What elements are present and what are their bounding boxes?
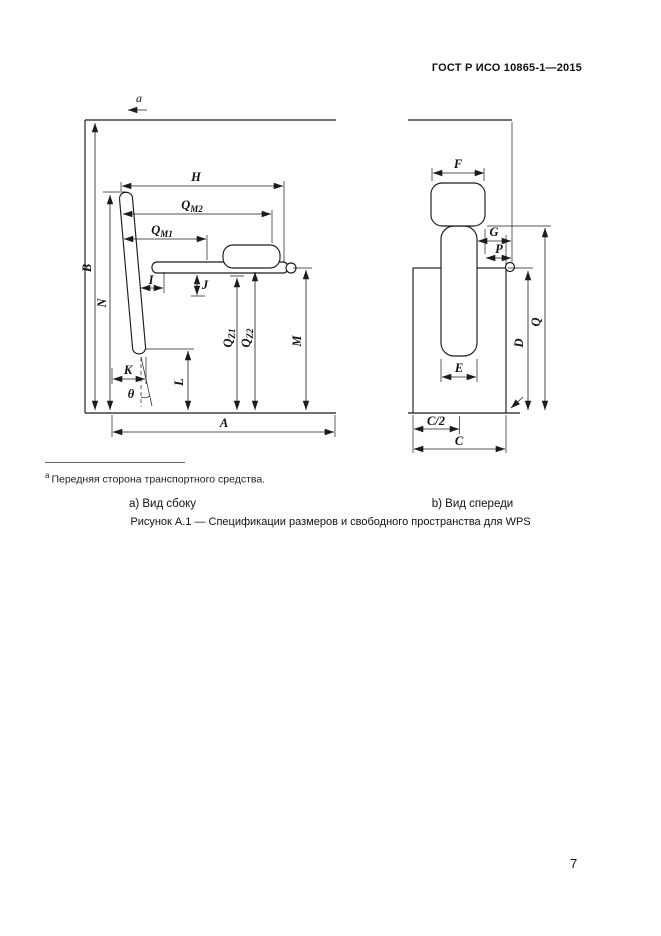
dim-label-D: D xyxy=(512,338,526,348)
dim-label-H: H xyxy=(190,170,202,184)
dim-label-QZ1-sub: Z1 xyxy=(227,328,237,339)
dim-label-A: A xyxy=(219,416,228,430)
angle-backrest-line xyxy=(140,356,153,407)
seat-backrest xyxy=(118,191,147,355)
dim-label-L: L xyxy=(172,378,186,387)
dim-label-QZ1: QZ1 xyxy=(221,328,237,347)
dim-label-C-half: C/2 xyxy=(427,414,445,428)
dim-label-QM2-base: Q xyxy=(181,198,190,212)
dim-label-B: B xyxy=(80,264,94,273)
figure-caption: Рисунок А.1 — Спецификации размеров и св… xyxy=(130,516,531,528)
dim-label-QM1: QM1 xyxy=(151,223,173,239)
dim-label-I: I xyxy=(148,273,155,287)
dim-label-G: G xyxy=(489,225,498,239)
standard-number: ГОСТ Р ИСО 10865-1—2015 xyxy=(431,62,582,74)
dim-label-J: J xyxy=(201,278,209,292)
dim-label-theta: θ xyxy=(128,387,135,401)
dim-label-Q: Q xyxy=(529,317,543,326)
dim-label-E: E xyxy=(454,361,463,375)
footnote-rule xyxy=(45,462,185,463)
caption-front-view: b) Вид спереди xyxy=(431,498,514,510)
dim-label-QM2: QM2 xyxy=(181,198,203,214)
direction-annotation: a xyxy=(127,91,147,114)
headrest xyxy=(430,182,486,227)
dim-label-C: C xyxy=(455,434,464,448)
footnote-text: Передняя сторона транспортного средства. xyxy=(51,473,266,486)
dim-label-K: K xyxy=(123,363,134,377)
armrest-pivot-point xyxy=(504,261,516,273)
backrest-post xyxy=(440,225,478,357)
angle-arc xyxy=(140,395,150,399)
side-extension-lines xyxy=(103,181,336,437)
direction-marker-label: a xyxy=(136,91,142,105)
dim-label-QM1-sub: M1 xyxy=(159,229,173,239)
dim-label-QZ2-base: Q xyxy=(239,338,253,347)
footnote-marker: a xyxy=(45,471,50,480)
floor-corner-leader-arrow xyxy=(510,396,524,409)
dim-label-QZ1-base: Q xyxy=(221,338,235,347)
seat-cushion xyxy=(222,244,281,269)
dim-label-QZ2-sub: Z2 xyxy=(245,328,255,339)
dim-label-P: P xyxy=(495,242,503,256)
dim-label-N: N xyxy=(95,298,109,309)
figure-a1-drawing: a xyxy=(80,91,551,453)
dim-label-M: M xyxy=(290,335,304,348)
side-view: B N H QM2 QM1 I J QZ1 QZ2 M L K θ A xyxy=(80,119,336,437)
page-number: 7 xyxy=(570,856,578,871)
backrest-angle xyxy=(140,356,153,407)
dim-label-F: F xyxy=(453,157,463,171)
caption-side-view: a) Вид сбоку xyxy=(128,498,197,510)
front-view: F G P Q D E C/2 C xyxy=(408,119,551,453)
side-boundary-lines xyxy=(84,119,336,414)
dim-label-QM2-sub: M2 xyxy=(189,204,203,214)
dim-label-QZ2: QZ2 xyxy=(239,328,255,348)
dim-label-QM1-base: Q xyxy=(151,223,160,237)
